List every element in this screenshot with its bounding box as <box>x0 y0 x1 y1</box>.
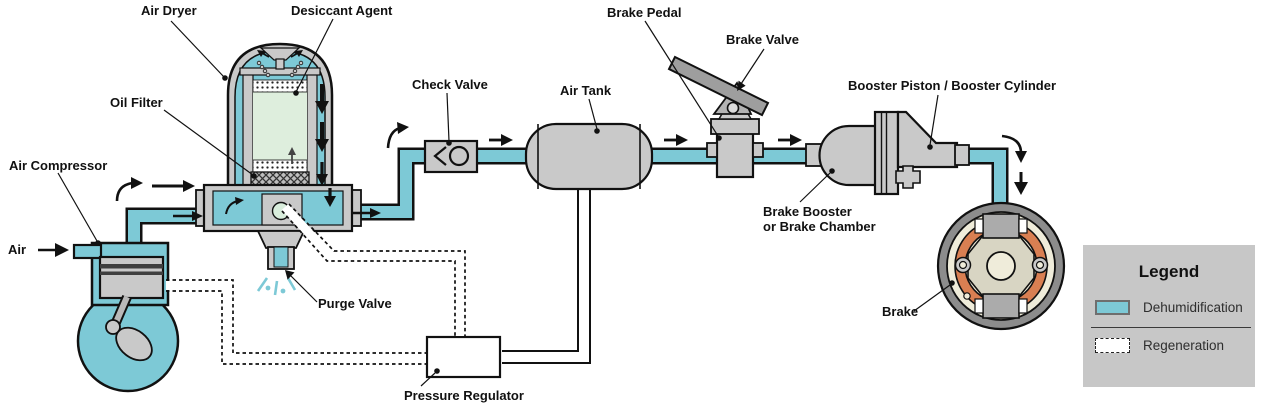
legend-divider <box>1091 327 1251 328</box>
label-air-compressor: Air Compressor <box>9 158 108 173</box>
legend-label-regeneration: Regeneration <box>1143 338 1225 353</box>
legend-item-dehumidification: Dehumidification <box>1095 300 1243 315</box>
label-brake-pedal: Brake Pedal <box>607 5 682 20</box>
label-brake-booster-line2: or Brake Chamber <box>763 219 876 234</box>
legend-swatch-regeneration <box>1095 338 1130 353</box>
label-brake-valve: Brake Valve <box>726 32 800 47</box>
flow-arrows <box>38 122 1028 257</box>
booster-piston-body <box>896 110 959 169</box>
label-air: Air <box>8 242 27 257</box>
regeneration-lines <box>166 203 466 365</box>
label-check-valve: Check Valve <box>412 77 488 92</box>
legend: Legend Dehumidification Regeneration <box>1083 245 1255 387</box>
air-compressor <box>72 241 180 393</box>
legend-item-regeneration: Regeneration <box>1095 338 1224 353</box>
brake-booster-assembly <box>805 110 970 196</box>
air-dryer <box>195 42 362 296</box>
label-brake: Brake <box>882 304 919 319</box>
brake-drum <box>936 201 1066 331</box>
brake-chamber-bell <box>818 124 879 187</box>
air-tank <box>502 122 654 364</box>
legend-title: Legend <box>1138 262 1200 281</box>
legend-swatch-dehumidification <box>1095 300 1130 315</box>
label-air-dryer: Air Dryer <box>141 3 197 18</box>
brake-valve-assembly <box>667 55 770 179</box>
label-desiccant-agent: Desiccant Agent <box>291 3 393 18</box>
brake-valve-body <box>715 131 755 179</box>
brake-pedal-lever <box>667 55 770 117</box>
label-brake-booster-line1: Brake Booster <box>763 204 852 219</box>
label-purge-valve: Purge Valve <box>318 296 392 311</box>
check-valve <box>423 139 479 174</box>
label-booster-piston: Booster Piston / Booster Cylinder <box>848 78 1057 93</box>
desiccant-agent <box>253 92 307 160</box>
label-oil-filter: Oil Filter <box>110 95 163 110</box>
label-air-tank: Air Tank <box>560 83 612 98</box>
label-brake-booster: Brake Booster or Brake Chamber <box>763 204 876 234</box>
purge-spray <box>256 277 297 296</box>
leader-lines <box>57 18 955 387</box>
label-pressure-regulator: Pressure Regulator <box>404 388 524 403</box>
legend-label-dehumidification: Dehumidification <box>1143 300 1243 315</box>
